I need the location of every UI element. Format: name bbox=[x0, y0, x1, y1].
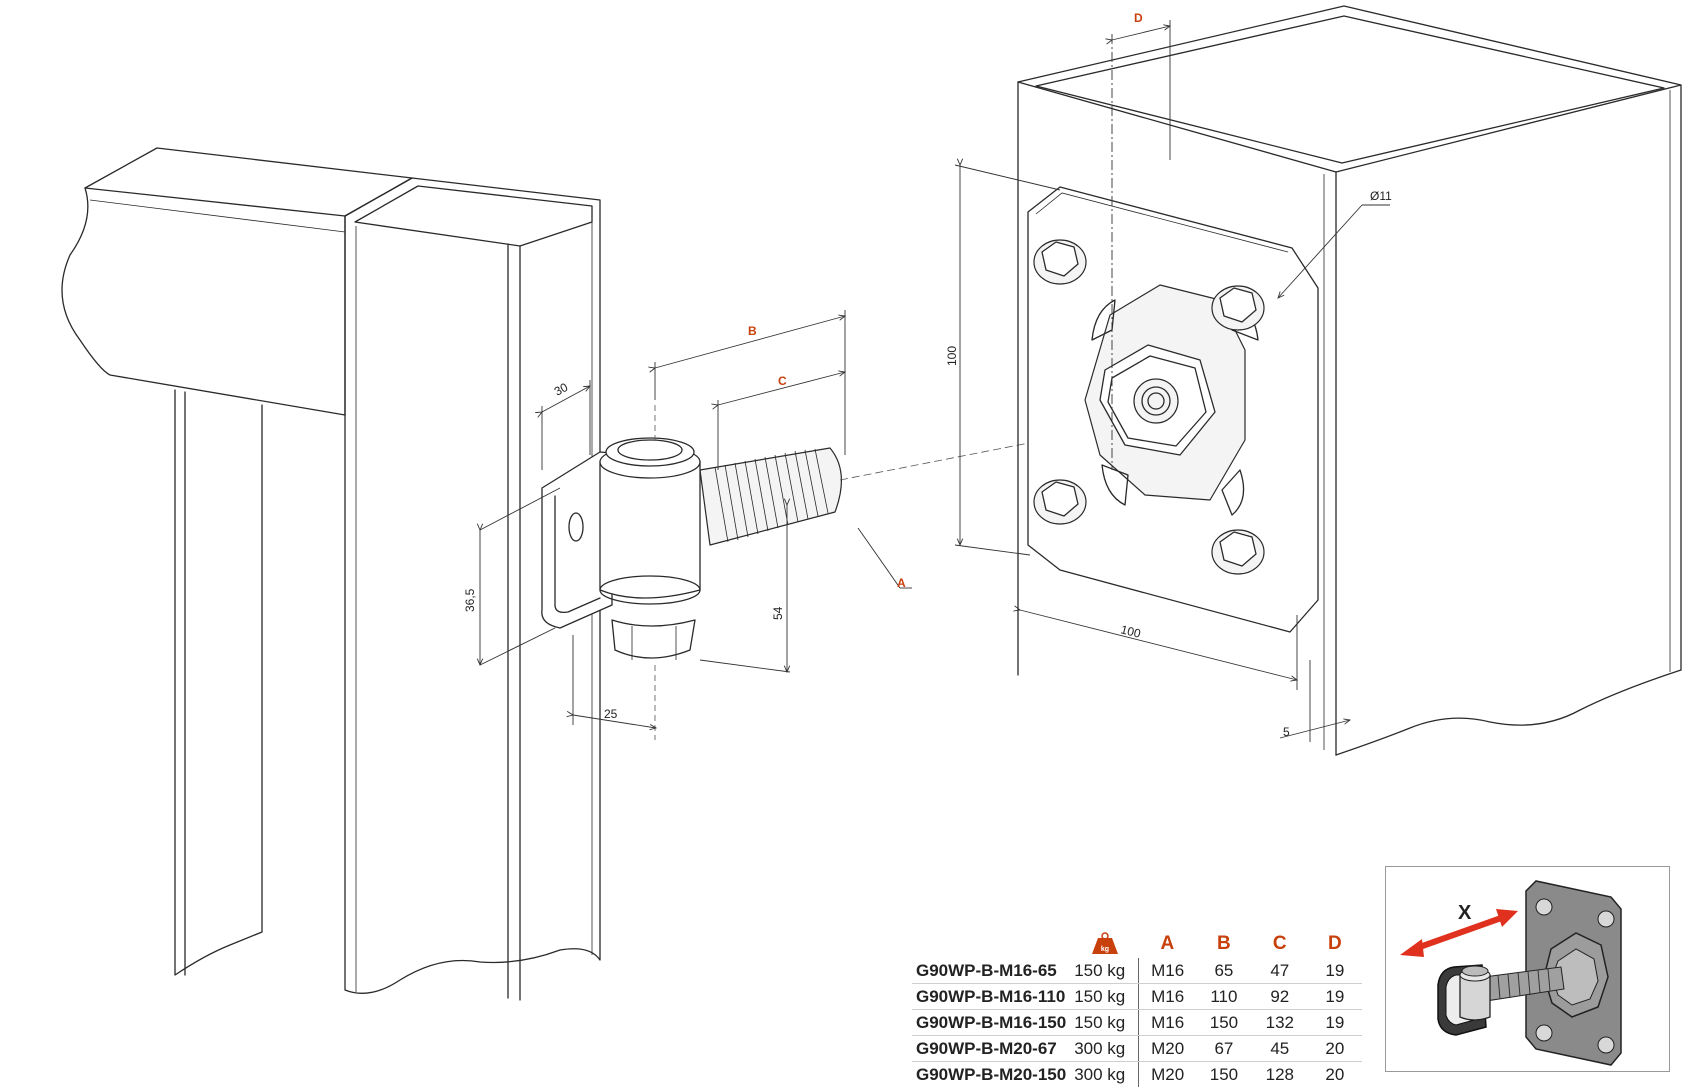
plate-bolt bbox=[1034, 240, 1086, 284]
load-cell: 300 kg bbox=[1070, 1036, 1139, 1062]
c-cell: 128 bbox=[1252, 1062, 1308, 1087]
header-c: C bbox=[1252, 928, 1308, 958]
model-cell: G90WP-B-M20-150 bbox=[912, 1062, 1070, 1087]
b-cell: 150 bbox=[1196, 1062, 1252, 1087]
a-cell: M20 bbox=[1139, 1036, 1196, 1062]
hinge-assembly bbox=[542, 438, 842, 660]
load-cell: 150 kg bbox=[1070, 958, 1139, 984]
mounting-plate bbox=[1028, 187, 1318, 632]
model-cell: G90WP-B-M16-110 bbox=[912, 984, 1070, 1010]
d-cell: 19 bbox=[1308, 984, 1362, 1010]
c-cell: 47 bbox=[1252, 958, 1308, 984]
dim-d-label: D bbox=[1134, 11, 1143, 25]
dim-30-label: 30 bbox=[552, 380, 571, 399]
load-cell: 150 kg bbox=[1070, 1010, 1139, 1036]
dim-100-horizontal-label: 100 bbox=[1119, 622, 1142, 641]
plate-bolt bbox=[1034, 480, 1086, 524]
d-cell: 20 bbox=[1308, 1036, 1362, 1062]
a-cell: M16 bbox=[1139, 958, 1196, 984]
gate-frame bbox=[62, 148, 600, 1000]
load-cell: 300 kg bbox=[1070, 1062, 1139, 1087]
c-cell: 92 bbox=[1252, 984, 1308, 1010]
axis-x-label: X bbox=[1458, 902, 1472, 924]
dim-100-vertical-label: 100 bbox=[945, 346, 959, 366]
dim-36-5-label: 36,5 bbox=[463, 588, 477, 612]
spec-table-header: A B C D bbox=[912, 928, 1362, 958]
d-cell: 20 bbox=[1308, 1062, 1362, 1087]
b-cell: 65 bbox=[1196, 958, 1252, 984]
model-cell: G90WP-B-M20-67 bbox=[912, 1036, 1070, 1062]
header-b: B bbox=[1196, 928, 1252, 958]
dim-a-label: A bbox=[897, 576, 906, 590]
dim-54-label: 54 bbox=[771, 606, 785, 620]
dim-c-label: C bbox=[778, 374, 787, 388]
b-cell: 110 bbox=[1196, 984, 1252, 1010]
a-cell: M16 bbox=[1139, 1010, 1196, 1036]
header-a: A bbox=[1139, 928, 1196, 958]
model-cell: G90WP-B-M16-150 bbox=[912, 1010, 1070, 1036]
dim-hole-label: Ø11 bbox=[1370, 189, 1392, 203]
plate-bolt bbox=[1212, 286, 1264, 330]
b-cell: 150 bbox=[1196, 1010, 1252, 1036]
d-cell: 19 bbox=[1308, 958, 1362, 984]
a-cell: M16 bbox=[1139, 984, 1196, 1010]
c-cell: 132 bbox=[1252, 1010, 1308, 1036]
table-row: G90WP-B-M16-65 150 kg M16 65 47 19 bbox=[912, 958, 1362, 984]
table-row: G90WP-B-M20-150 300 kg M20 150 128 20 bbox=[912, 1062, 1362, 1087]
d-cell: 19 bbox=[1308, 1010, 1362, 1036]
spec-table: A B C D G90WP-B-M16-65 150 kg M16 65 47 … bbox=[912, 928, 1362, 1087]
dim-25-label: 25 bbox=[604, 707, 618, 721]
table-row: G90WP-B-M16-150 150 kg M16 150 132 19 bbox=[912, 1010, 1362, 1036]
model-cell: G90WP-B-M16-65 bbox=[912, 958, 1070, 984]
table-row: G90WP-B-M16-110 150 kg M16 110 92 19 bbox=[912, 984, 1362, 1010]
load-cell: 150 kg bbox=[1070, 984, 1139, 1010]
table-row: G90WP-B-M20-67 300 kg M20 67 45 20 bbox=[912, 1036, 1362, 1062]
c-cell: 45 bbox=[1252, 1036, 1308, 1062]
plate-bolt bbox=[1212, 530, 1264, 574]
adjustment-thumbnail: X bbox=[1385, 866, 1670, 1072]
header-d: D bbox=[1308, 928, 1362, 958]
dim-b-label: B bbox=[748, 324, 757, 338]
dim-5-label: 5 bbox=[1283, 725, 1290, 739]
a-cell: M20 bbox=[1139, 1062, 1196, 1087]
b-cell: 67 bbox=[1196, 1036, 1252, 1062]
